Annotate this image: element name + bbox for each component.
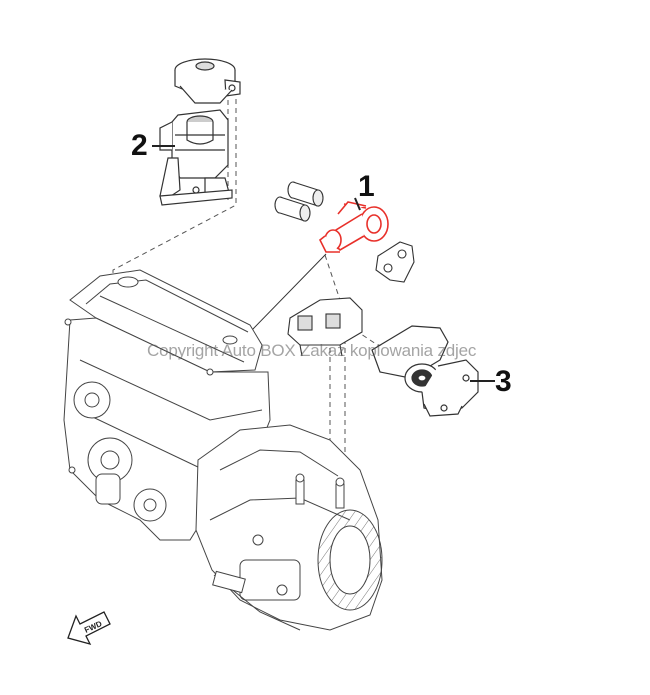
- transmission: [195, 424, 383, 631]
- transmission-mount-part-3: [371, 325, 479, 417]
- torque-rod-part-1: [318, 201, 389, 253]
- leader-line-1: [354, 197, 361, 211]
- part-number-3: 3: [495, 365, 512, 398]
- engine-mount-part-2: [159, 58, 241, 206]
- lower-bracket: [287, 297, 363, 357]
- part-number-1: 1: [358, 170, 375, 203]
- bushing-cylinders: [274, 181, 324, 222]
- rod-to-engine-line: [251, 253, 327, 331]
- fwd-arrow-icon: [67, 611, 111, 646]
- copyright-watermark: Copyright Auto BOX Zakaz kopiowania zdje…: [147, 341, 477, 360]
- part-number-2: 2: [131, 129, 148, 162]
- mount-bracket-plate: [375, 241, 415, 283]
